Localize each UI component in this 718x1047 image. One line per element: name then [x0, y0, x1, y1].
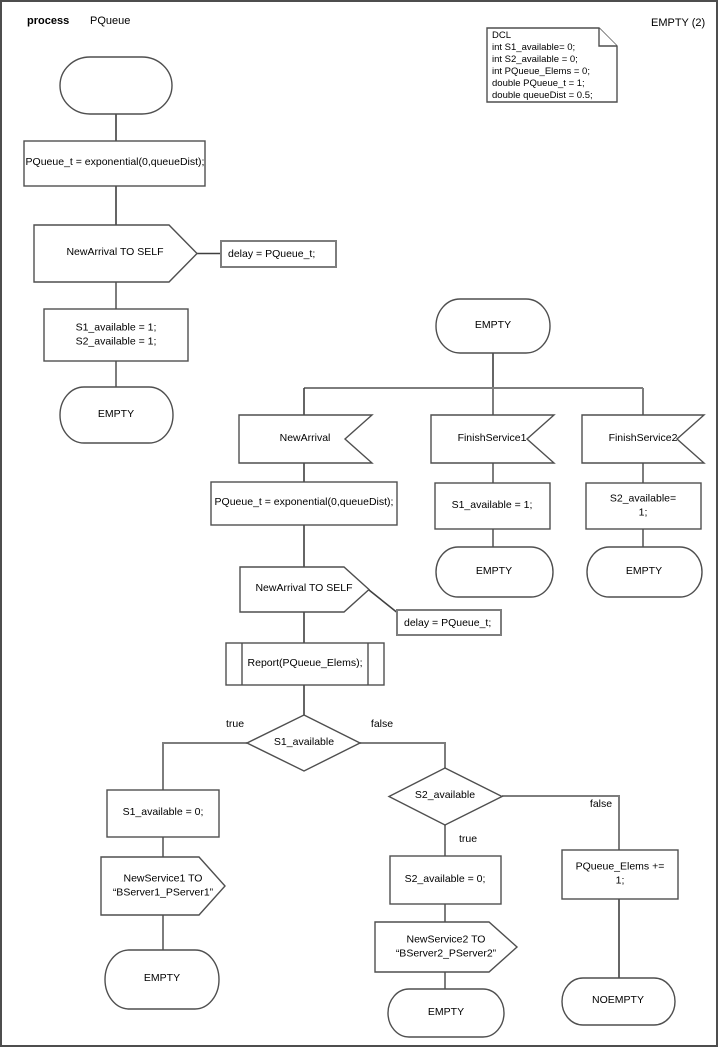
input-label-finishservice2: FinishService2 — [608, 432, 678, 445]
state-label-empty-ns1: EMPTY — [143, 972, 181, 985]
process-name: PQueue — [90, 15, 131, 27]
task-label-set-timer-mid: PQueue_t = exponential(0,queueDist); — [214, 496, 394, 509]
declaration-line: double queueDist = 0.5; — [492, 90, 593, 101]
task-box-set-s1-available-1 — [434, 482, 551, 530]
state-label-empty-left: EMPTY — [97, 408, 135, 421]
output-label-send-newarrival-mid: NewArrival TO SELF — [255, 582, 353, 595]
connector-line — [502, 795, 620, 850]
task-box-set-s2-available-1 — [585, 482, 702, 530]
decision-label-s1: S1_available — [273, 736, 335, 749]
task-box-set-s1-available-0 — [106, 789, 220, 838]
output-label-send-newservice2: NewService2 TO “BServer2_PServer2” — [395, 933, 497, 959]
input-symbol-newarrival — [238, 414, 374, 464]
state-symbol-empty-fs1 — [435, 546, 554, 598]
branch-label-s2-false: false — [589, 798, 613, 811]
output-symbol-send-newservice1 — [100, 856, 226, 916]
comment-label-delay-top: delay = PQueue_t; — [228, 248, 316, 260]
state-symbol-noempty — [561, 977, 676, 1026]
task-label-set-s2-available-1: S2_available= 1; — [609, 492, 677, 518]
state-label-empty-main: EMPTY — [474, 319, 512, 332]
input-symbol-finishservice1 — [430, 414, 556, 464]
state-label-empty-ns2: EMPTY — [427, 1006, 465, 1019]
comment-box-delay-top — [220, 240, 337, 268]
state-symbol-empty-main — [435, 298, 551, 354]
task-label-init-flags: S1_available = 1; S2_available = 1; — [75, 321, 157, 347]
input-label-finishservice1: FinishService1 — [457, 432, 527, 445]
note-symbol-declarations — [486, 27, 618, 103]
comment-label-delay-mid: delay = PQueue_t; — [404, 617, 492, 629]
declarations-text: DCL int S1_available= 0; int S2_availabl… — [492, 30, 593, 102]
state-symbol-empty-ns2 — [387, 988, 505, 1038]
task-box-increment-queue — [561, 849, 679, 900]
procedure-call-symbol-report — [225, 642, 385, 686]
output-label-send-newservice1: NewService1 TO “BServer1_PServer1” — [112, 872, 214, 898]
output-symbol-send-newservice2 — [374, 921, 519, 973]
branch-label-s2-true: true — [458, 833, 478, 846]
state-symbol-empty-ns1 — [104, 949, 220, 1010]
task-label-set-timer-top: PQueue_t = exponential(0,queueDist); — [25, 156, 205, 169]
task-label-set-s2-available-0: S2_available = 0; — [404, 873, 486, 886]
task-box-set-timer-top — [23, 140, 206, 187]
task-label-set-s1-available-1: S1_available = 1; — [451, 499, 533, 512]
task-box-init-flags — [43, 308, 189, 362]
connector-line — [360, 742, 446, 768]
output-label-send-newarrival-top: NewArrival TO SELF — [66, 246, 164, 259]
start-symbol — [59, 56, 173, 115]
declaration-line: int S1_available= 0; — [492, 42, 576, 53]
task-box-set-s2-available-0 — [389, 855, 502, 905]
state-symbol-empty-left — [59, 386, 174, 444]
declaration-line: int S2_available = 0; — [492, 54, 578, 65]
declaration-line: DCL — [492, 30, 512, 41]
output-symbol-send-newarrival-mid — [239, 566, 371, 613]
decision-diamond-s2 — [387, 767, 504, 826]
state-label-empty-fs1: EMPTY — [475, 565, 513, 578]
declaration-line: int PQueue_Elems = 0; — [492, 66, 590, 77]
connector-line — [368, 589, 400, 615]
branch-label-s1-false: false — [370, 718, 394, 731]
task-label-increment-queue: PQueue_Elems += 1; — [575, 860, 665, 886]
state-label-noempty: NOEMPTY — [592, 994, 644, 1007]
state-symbol-empty-fs2 — [586, 546, 703, 598]
state-label-empty-fs2: EMPTY — [625, 565, 663, 578]
input-label-newarrival: NewArrival — [279, 432, 331, 445]
connector-line — [162, 742, 247, 790]
branch-label-s1-true: true — [225, 718, 245, 731]
input-symbol-finishservice2 — [581, 414, 706, 464]
task-box-set-timer-mid — [210, 481, 398, 526]
comment-box-delay-mid — [396, 609, 502, 636]
output-symbol-send-newarrival-top — [33, 224, 198, 283]
process-keyword: process — [27, 15, 70, 27]
decision-diamond-s1 — [245, 714, 362, 772]
decision-label-s2: S2_available — [414, 789, 476, 802]
task-label-set-s1-available-0: S1_available = 0; — [122, 806, 204, 819]
procedure-call-label-report: Report(PQueue_Elems); — [247, 657, 363, 670]
note-fold-corner — [598, 28, 617, 47]
declaration-line: double PQueue_t = 1; — [492, 78, 585, 89]
page-label: EMPTY (2) — [651, 17, 706, 29]
